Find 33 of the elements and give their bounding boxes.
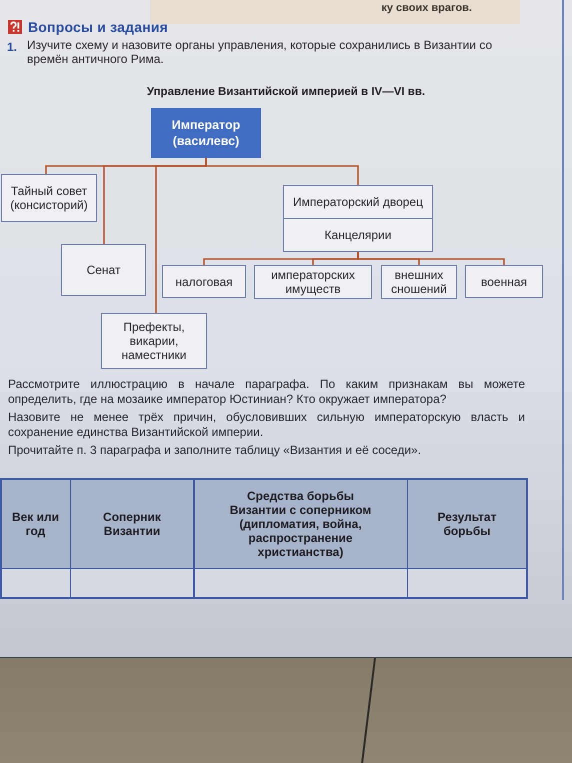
- column-header: Результат борьбы: [408, 480, 526, 568]
- node-label: Император (василевс): [170, 117, 242, 149]
- connector-line: [357, 252, 505, 265]
- column-header: Век или год: [2, 480, 70, 568]
- node-label: Тайный совет (консисторий): [9, 184, 89, 212]
- highlighted-box: [151, 108, 261, 158]
- column-header: Средства борьбы Византии с соперником (дипломатия, война, распространение христианства): [194, 480, 406, 568]
- task-text: Рассмотрите иллюстрацию в начале параграфа. По каким признакам вы можете определить, где на мозаике император Юстиниан? Кто окружает императора?: [8, 377, 525, 407]
- connector-line: [205, 158, 359, 185]
- task-text: Прочитайте п. 3 параграфа и заполните таблицу «Византия и её соседи».: [8, 443, 422, 458]
- node-label: Канцелярии: [324, 228, 392, 242]
- org-box: [101, 313, 207, 369]
- org-box: [283, 185, 433, 252]
- org-box: [381, 265, 457, 299]
- column-header: Соперник Византии: [71, 480, 193, 568]
- node-label: налоговая: [175, 274, 233, 288]
- org-box: [162, 265, 246, 298]
- node-label: императорских имуществ: [270, 268, 356, 296]
- question-text: Изучите схему и назовите органы управления, которые сохранились в Византии со времён античного Рима.: [27, 38, 494, 66]
- node-label: Префекты, викарии, наместники: [120, 320, 188, 362]
- note-text: ку своих врагов.: [381, 2, 472, 14]
- section-heading: Вопросы и задания: [28, 19, 168, 35]
- org-box: [465, 265, 543, 298]
- node-label: военная: [480, 274, 527, 288]
- question-number: 1.: [7, 40, 18, 54]
- task-text: Назовите не менее трёх причин, обусловивших сильную императорскую власть и сохранение единства Византийской империи.: [8, 410, 525, 440]
- org-box: [61, 244, 146, 296]
- org-box: [1, 174, 97, 222]
- node-label: внешних сношений: [390, 268, 448, 296]
- node-label: Сенат: [86, 263, 120, 277]
- node-label: Императорский дворец: [293, 195, 423, 209]
- org-box: [254, 265, 372, 299]
- diagram-title: Управление Византийской империей в IV—VI вв.: [146, 86, 426, 98]
